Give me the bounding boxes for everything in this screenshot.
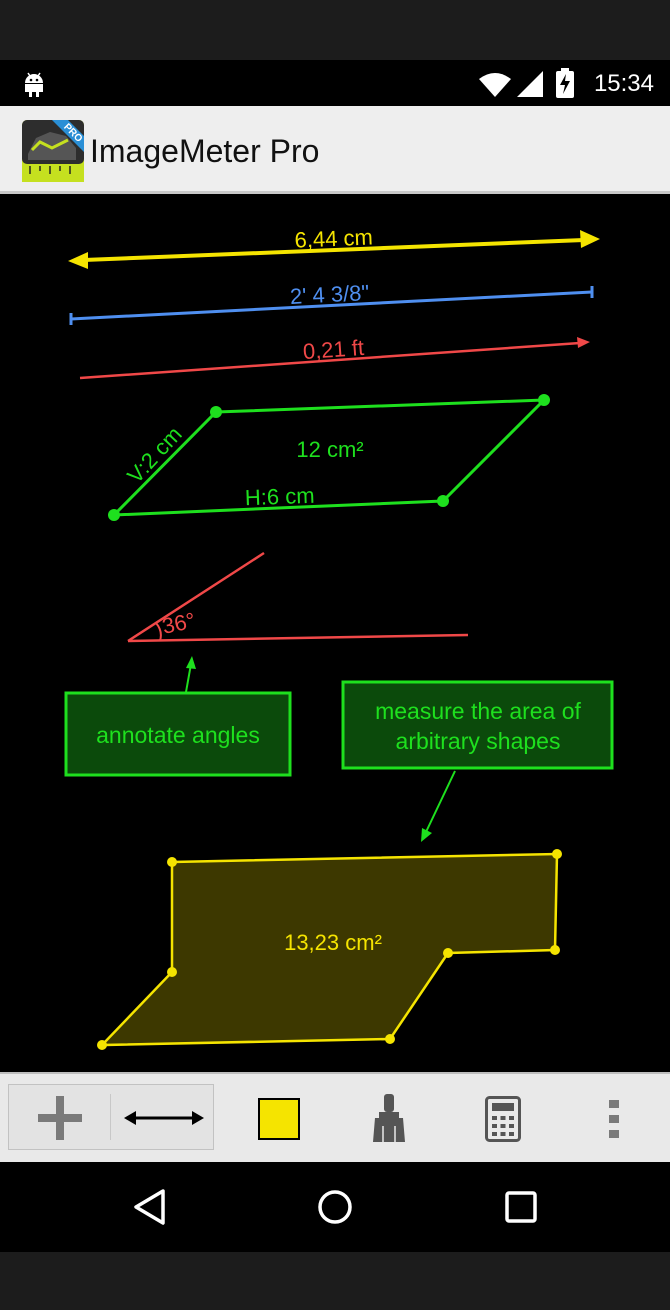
status-bar: 15:34 [0, 60, 670, 106]
back-icon [134, 1189, 165, 1225]
home-button[interactable] [295, 1167, 375, 1247]
paint-brush-icon [373, 1094, 405, 1142]
polygon-area-measure[interactable]: 13,23 cm² [97, 849, 562, 1050]
battery-charging-icon [556, 68, 574, 98]
annotation-arrow-area [421, 770, 456, 842]
length-measure-blue[interactable]: 2' 4 3/8" [69, 280, 594, 325]
android-icon [25, 72, 43, 97]
vertex-handle[interactable] [167, 967, 177, 977]
angle-label: 36° [160, 608, 198, 639]
polygon-area-label: 13,23 cm² [284, 930, 382, 955]
navigation-bar [0, 1162, 670, 1252]
back-button[interactable] [109, 1167, 189, 1247]
annotation-area-text-line1: measure the area of [375, 698, 581, 724]
vertex-handle[interactable] [550, 945, 560, 955]
vertex-handle[interactable] [437, 495, 449, 507]
vertex-handle[interactable] [167, 857, 177, 867]
length-label-cm: 6,44 cm [294, 224, 373, 252]
color-button[interactable] [246, 1086, 312, 1152]
recents-button[interactable] [481, 1167, 561, 1247]
overflow-menu-icon [609, 1100, 619, 1138]
calculator-icon [485, 1096, 521, 1142]
bottom-band [0, 1252, 670, 1310]
annotation-arrow-angles [185, 656, 196, 693]
length-label-ft: 0,21 ft [302, 335, 365, 364]
vertex-handle[interactable] [552, 849, 562, 859]
app-bar: PRO ImageMeter Pro [0, 106, 670, 194]
tool-group-divider [110, 1094, 111, 1140]
annotation-angles-text: annotate angles [96, 722, 260, 748]
color-swatch [258, 1098, 300, 1140]
vertex-handle[interactable] [210, 406, 222, 418]
style-button[interactable] [356, 1086, 422, 1152]
measure-line-icon [124, 1111, 204, 1125]
app-logo-icon[interactable]: PRO [22, 120, 84, 182]
status-time: 15:34 [593, 70, 654, 97]
vertex-handle[interactable] [108, 509, 120, 521]
bottom-toolbar [0, 1072, 670, 1162]
parallelogram-area-label: 12 cm² [296, 437, 363, 462]
annotation-area-text-line2: arbitrary shapes [396, 728, 561, 754]
add-button[interactable] [20, 1086, 100, 1150]
measure-line-button[interactable] [118, 1086, 210, 1150]
length-measure-red[interactable]: 0,21 ft [79, 335, 590, 380]
parallelogram-horizontal-label: H:6 cm [244, 483, 315, 510]
drawing-surface: 6,44 cm 2' 4 3/8" 0,21 ft V:2 cm 12 cm² … [64, 224, 614, 1050]
cell-signal-icon [517, 71, 543, 97]
app-title: ImageMeter Pro [90, 133, 320, 169]
vertex-handle[interactable] [538, 394, 550, 406]
vertex-handle[interactable] [443, 948, 453, 958]
home-icon [318, 1190, 352, 1224]
calculator-button[interactable] [470, 1086, 536, 1152]
recents-icon [505, 1191, 537, 1223]
angle-measure[interactable]: 36° [127, 551, 469, 643]
overflow-menu-button[interactable] [584, 1086, 644, 1152]
annotation-box-area[interactable]: measure the area of arbitrary shapes [341, 680, 614, 770]
parallelogram-measure[interactable]: V:2 cm 12 cm² H:6 cm [108, 394, 550, 521]
parallelogram-vertical-label: V:2 cm [122, 422, 186, 489]
add-icon [38, 1096, 82, 1140]
top-band [0, 0, 670, 60]
length-label-imperial: 2' 4 3/8" [289, 280, 369, 309]
measurement-canvas[interactable]: 6,44 cm 2' 4 3/8" 0,21 ft V:2 cm 12 cm² … [0, 194, 670, 1072]
vertex-handle[interactable] [97, 1040, 107, 1050]
annotation-box-angles[interactable]: annotate angles [64, 691, 292, 777]
wifi-icon [479, 73, 511, 97]
length-measure-yellow[interactable]: 6,44 cm [68, 224, 600, 269]
vertex-handle[interactable] [385, 1034, 395, 1044]
